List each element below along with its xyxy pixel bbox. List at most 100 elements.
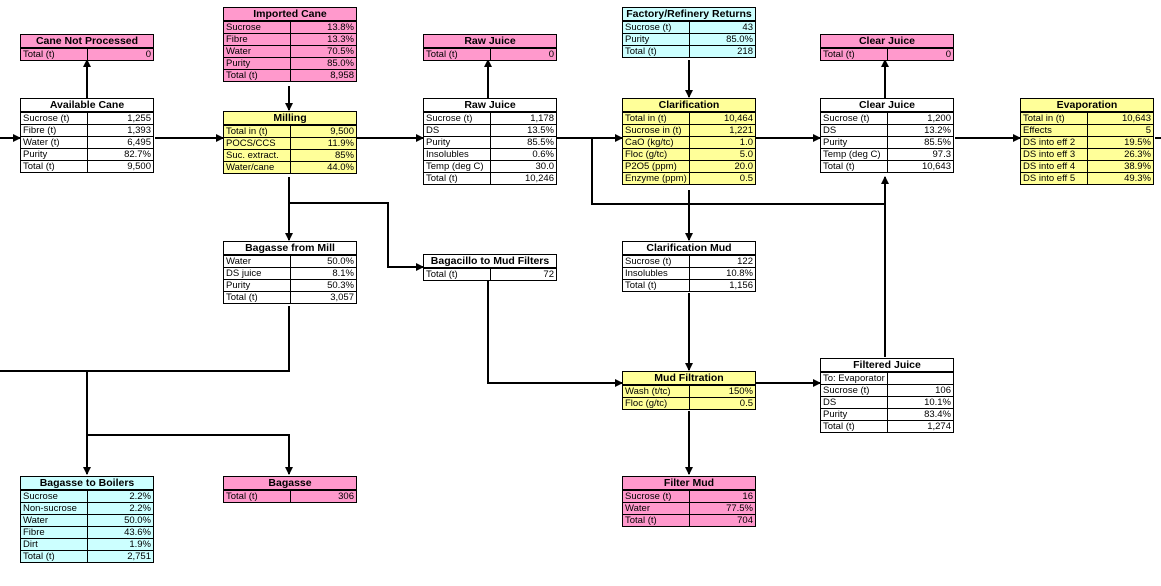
box-table: Total (t)0 [20, 48, 154, 61]
box-title: Mud Filtration [622, 371, 756, 385]
row-label: Sucrose (t) [820, 112, 888, 125]
row-value: 82.7% [87, 148, 154, 161]
row-value: 97.3 [887, 148, 954, 161]
row-value: 6,495 [87, 136, 154, 149]
row-label: Sucrose (t) [622, 255, 690, 268]
row-value: 85.0% [290, 57, 357, 70]
row-value: 9,500 [87, 160, 154, 173]
row-value: 1,200 [887, 112, 954, 125]
row-value: 43 [689, 21, 756, 34]
box-title: Bagacillo to Mud Filters [423, 254, 557, 268]
row-label: DS into eff 5 [1020, 172, 1088, 185]
row-label: Insolubles [622, 267, 690, 280]
row-label: DS into eff 2 [1020, 136, 1088, 149]
row-label: Water (t) [20, 136, 88, 149]
row-value: 10.8% [689, 267, 756, 280]
box-table: Total (t)0 [820, 48, 954, 61]
row-label: Total (t) [423, 268, 491, 281]
box-row: Temp (deg C)97.3 [820, 148, 954, 161]
row-label: Water [223, 255, 291, 268]
row-label: Insolubles [423, 148, 491, 161]
box-row: Total (t)2,751 [20, 550, 154, 563]
row-label: Total (t) [20, 160, 88, 173]
box-title: Clarification [622, 98, 756, 112]
row-label: Total in (t) [223, 125, 291, 138]
box-row: Sucrose in (t)1,221 [622, 124, 756, 137]
row-label: DS into eff 3 [1020, 148, 1088, 161]
box-table: Total (t)0 [423, 48, 557, 61]
row-value: 50.0% [290, 255, 357, 268]
row-value: 85.5% [887, 136, 954, 149]
box-row: Wash (t/tc)150% [622, 385, 756, 398]
box-row: Sucrose (t)122 [622, 255, 756, 268]
row-value: 85.0% [689, 33, 756, 46]
box-title: Bagasse [223, 476, 357, 490]
row-label: Purity [622, 33, 690, 46]
row-label: DS [423, 124, 491, 137]
box-row: Total (t)10,643 [820, 160, 954, 173]
box-title: Available Cane [20, 98, 154, 112]
row-value: 13.2% [887, 124, 954, 137]
box-row: Total (t)10,246 [423, 172, 557, 185]
box-title: Evaporation [1020, 98, 1154, 112]
box-row: Total in (t)10,464 [622, 112, 756, 125]
box-row: Total (t)306 [223, 490, 357, 503]
row-value: 44.0% [290, 161, 357, 174]
box-row: Sucrose (t)43 [622, 21, 756, 34]
box-table: To: Evaporator FeedSucrose (t)106DS10.1%… [820, 372, 954, 433]
row-label: Fibre (t) [20, 124, 88, 137]
row-label: Total (t) [423, 48, 491, 61]
row-value: 0 [887, 48, 954, 61]
row-label: P2O5 (ppm) [622, 160, 690, 173]
box-row: CaO (kg/tc)1.0 [622, 136, 756, 149]
row-value: 85.5% [490, 136, 557, 149]
row-label: Sucrose (t) [20, 112, 88, 125]
row-value: 13.3% [290, 33, 357, 46]
row-value: 704 [689, 514, 756, 527]
row-value: 19.5% [1087, 136, 1154, 149]
row-value: 5 [1087, 124, 1154, 137]
box-title: Filtered Juice [820, 358, 954, 372]
box-title: Factory/Refinery Returns [622, 7, 756, 21]
row-value: 2.2% [87, 502, 154, 515]
row-value: 1,178 [490, 112, 557, 125]
row-label: Suc. extract. [223, 149, 291, 162]
row-value: 1,156 [689, 279, 756, 292]
box-title: Raw Juice [423, 98, 557, 112]
box-title: Filter Mud [622, 476, 756, 490]
row-label: Total (t) [820, 420, 888, 433]
row-label: Total (t) [20, 550, 88, 563]
row-value: 16 [689, 490, 756, 503]
row-label: Water [20, 514, 88, 527]
row-label: Sucrose (t) [622, 21, 690, 34]
row-value: 0.5 [689, 172, 756, 185]
box-row: Total (t)9,500 [20, 160, 154, 173]
